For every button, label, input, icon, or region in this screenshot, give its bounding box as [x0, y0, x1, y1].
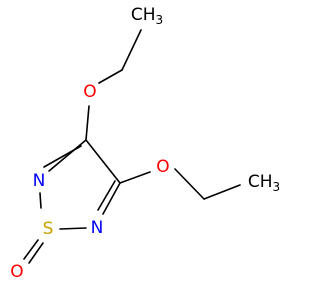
bond-c4-n-right	[102, 182, 121, 215]
bond-ch2-o-top	[98, 69, 123, 84]
bond-ch2-ch3-right	[203, 184, 241, 200]
methyl-right-label: CH3	[248, 172, 280, 194]
bond-n-left-s	[39, 192, 42, 209]
bond-c4-o-right	[119, 171, 151, 184]
oxygen-right-label: O	[156, 157, 169, 177]
bond-c3-c4	[85, 139, 121, 184]
bond-s-o-double	[23, 239, 39, 260]
bond-o-ch2-right	[174, 168, 205, 200]
bond-o-c3	[85, 105, 90, 141]
sulfur-label: S	[43, 219, 54, 239]
nitrogen-right-label: N	[91, 218, 104, 238]
methyl-top-label: CH3	[131, 5, 163, 27]
bond-c3-n-left	[48, 139, 87, 172]
nitrogen-left-label: N	[33, 171, 46, 191]
bonds	[23, 29, 241, 264]
bond-c4-n-right-double	[97, 180, 116, 211]
molecule-structure: CH3 O O CH3 N N S O	[10, 5, 280, 282]
bond-s-o	[28, 242, 44, 264]
bond-n-right-s	[59, 227, 87, 230]
bond-c3-n-left-double	[43, 145, 82, 168]
oxygen-sulfoxide-label: O	[10, 262, 23, 282]
oxygen-top-label: O	[83, 82, 96, 102]
bond-ch2-ch3-top	[121, 29, 142, 71]
